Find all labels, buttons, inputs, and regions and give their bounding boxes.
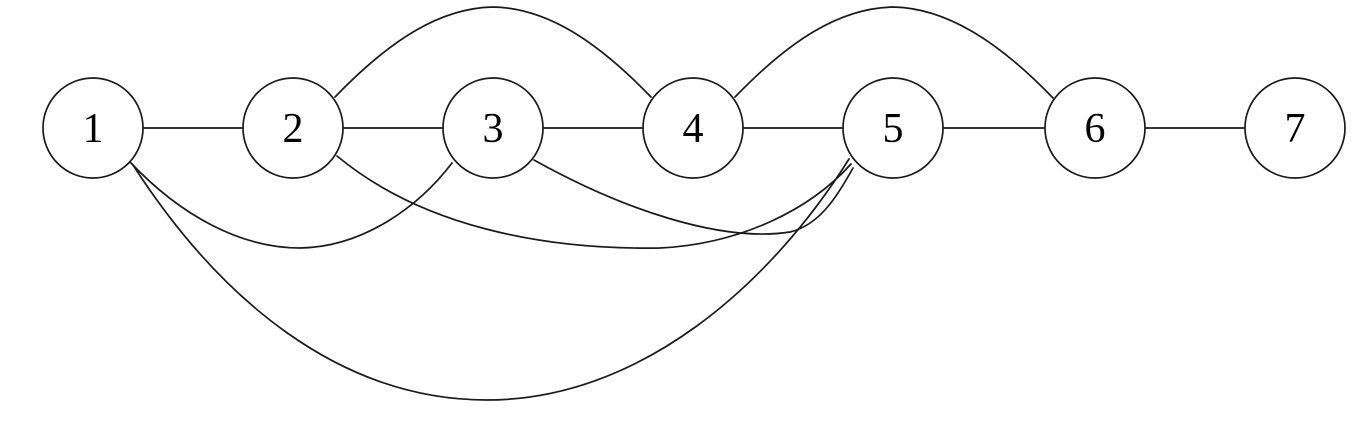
node-label-5: 5	[883, 106, 904, 152]
graph-edge-4-6	[734, 6, 1054, 99]
graph-node-4[interactable]: 4	[642, 77, 744, 179]
node-label-7: 7	[1285, 106, 1306, 152]
graph-edge-1-3	[129, 161, 453, 249]
node-circle-4[interactable]	[642, 77, 744, 179]
edge-layer	[129, 6, 1246, 401]
node-label-2: 2	[283, 106, 304, 152]
graph-edge-2-5	[336, 155, 852, 249]
node-label-6: 6	[1085, 106, 1106, 152]
graph-edge-3-5	[533, 159, 854, 235]
graph-edge-2-4	[334, 6, 652, 98]
node-circle-3[interactable]	[442, 77, 544, 179]
node-layer: 1 2 3 4 5 6 7	[42, 77, 1346, 179]
node-circle-7[interactable]	[1244, 77, 1346, 179]
graph-node-1[interactable]: 1	[42, 77, 144, 179]
node-label-3: 3	[483, 106, 504, 152]
node-circle-1[interactable]	[42, 77, 144, 179]
node-label-1: 1	[83, 106, 104, 152]
node-label-4: 4	[683, 106, 704, 152]
graph-node-3[interactable]: 3	[442, 77, 544, 179]
graph-node-6[interactable]: 6	[1044, 77, 1146, 179]
graph-edge-1-5	[132, 158, 850, 401]
node-circle-6[interactable]	[1044, 77, 1146, 179]
graph-node-7[interactable]: 7	[1244, 77, 1346, 179]
node-circle-5[interactable]	[842, 77, 944, 179]
graph-node-2[interactable]: 2	[242, 77, 344, 179]
graph-node-5[interactable]: 5	[842, 77, 944, 179]
node-circle-2[interactable]	[242, 77, 344, 179]
